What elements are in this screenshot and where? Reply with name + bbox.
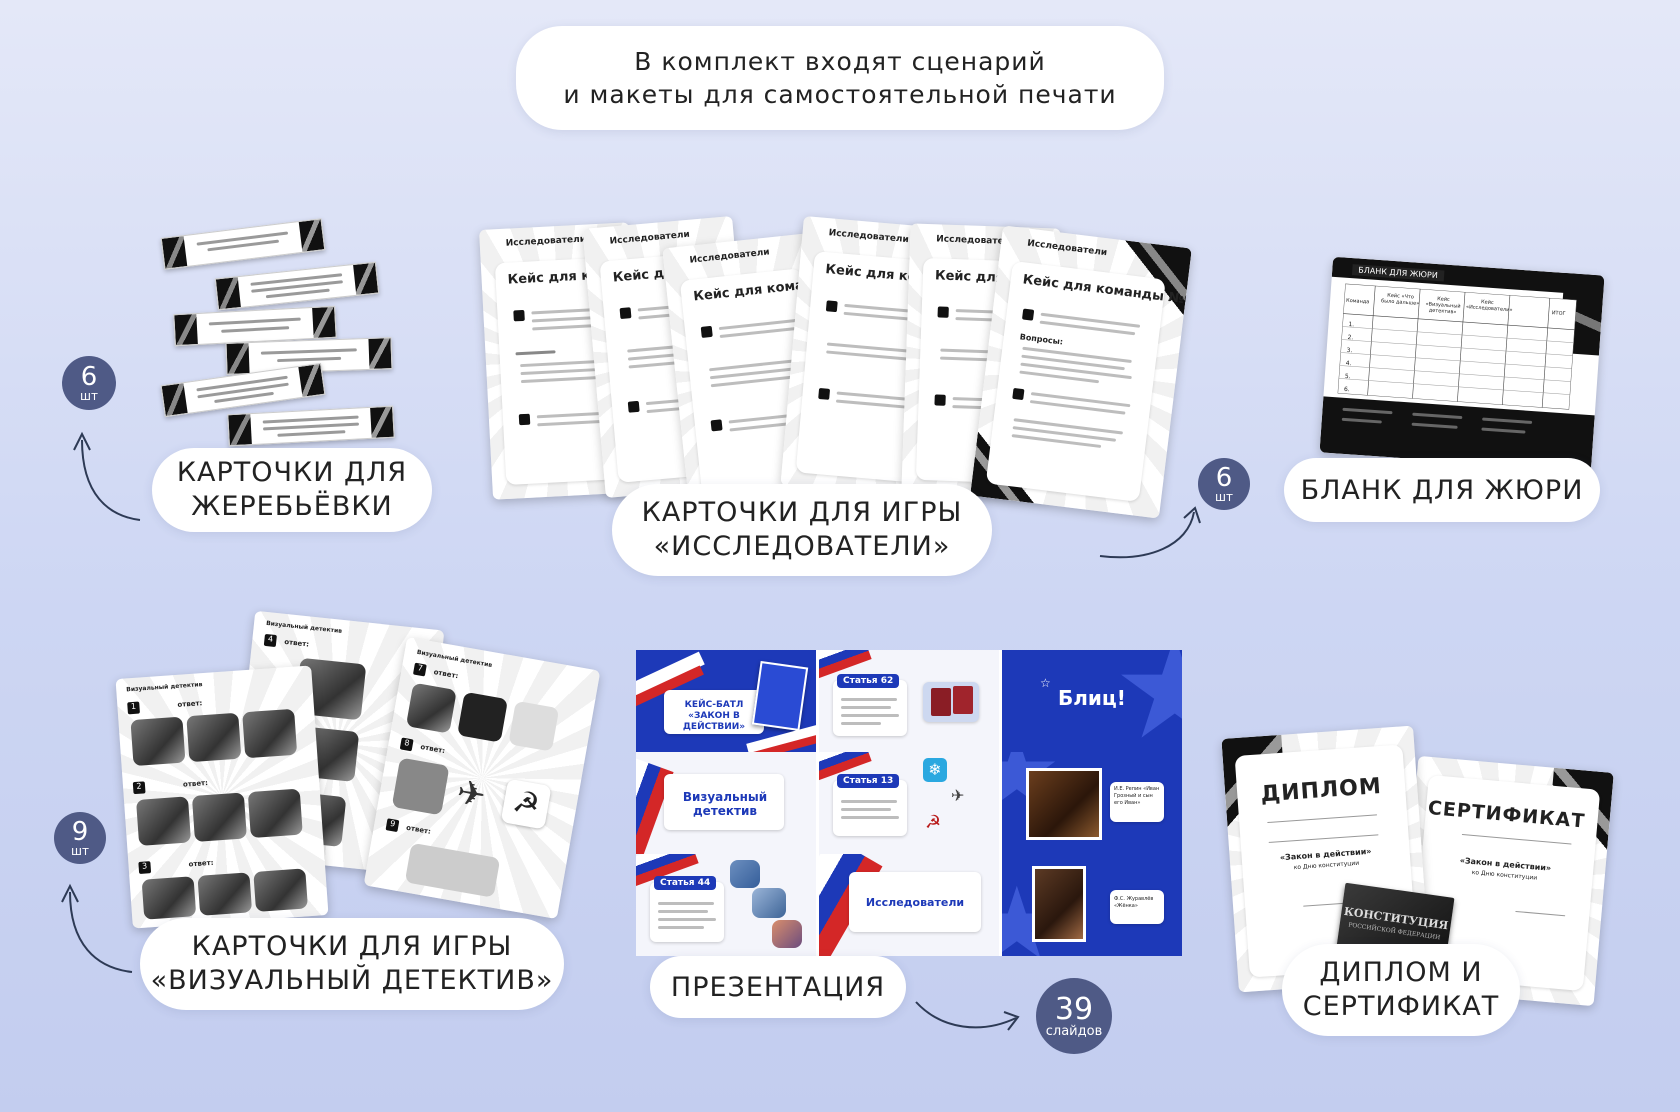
slide-title: КЕЙС-БАТЛ «ЗАКОН В ДЕЙСТВИИ»: [636, 650, 816, 752]
passport-icon: [931, 688, 951, 716]
sheet-title: Визуальный детектив: [416, 648, 493, 669]
explorers-count-badge: 6 шт: [1198, 458, 1250, 510]
detective-label-2: «ВИЗУАЛЬНЫЙ ДЕТЕКТИВ»: [150, 965, 554, 996]
slide-article-44: Статья 44: [636, 854, 816, 956]
article-tag: Статья 62: [837, 674, 900, 688]
explorer-card-6: Исследователи Кейс для команды №6 Вопрос…: [970, 225, 1192, 519]
number-badge: 1: [127, 701, 140, 715]
number-badge: 7: [412, 662, 427, 677]
presentation-grid: КЕЙС-БАТЛ «ЗАКОН В ДЕЙСТВИИ» Статья 62 ★…: [636, 650, 1182, 956]
detective-unit: шт: [71, 843, 89, 858]
painting-image: [1032, 866, 1086, 942]
blitz-title: Блиц!: [1058, 686, 1126, 710]
draw-strip: [227, 405, 395, 447]
jury-sheet: БЛАНК ДЛЯ ЖЮРИ Команда Кейс «Что было да…: [1319, 256, 1605, 472]
draw-cards-label: КАРТОЧКИ ДЛЯ ЖЕРЕБЬЁВКИ: [152, 448, 432, 532]
presentation-count: 39: [1054, 991, 1094, 1027]
card-header: Исследователи: [828, 228, 910, 246]
detective-sheet: Визуальный детектив 1 ответ: 2 ответ: 3 …: [115, 665, 329, 929]
detective-sheet: Визуальный детектив 7 ответ: 8 ответ: ✈ …: [363, 636, 601, 920]
detective-label-1: КАРТОЧКИ ДЛЯ ИГРЫ: [191, 931, 513, 962]
card-header: Исследователи: [1026, 238, 1108, 259]
presentation-label-text: ПРЕЗЕНТАЦИЯ: [670, 971, 886, 1003]
sheet-title: Визуальный детектив: [126, 681, 203, 694]
number-badge: 9: [385, 818, 400, 833]
explorers-unit: шт: [1215, 489, 1233, 504]
number-badge: 4: [263, 633, 277, 648]
answer-label: ответ:: [182, 778, 209, 789]
answer-label: ответ:: [432, 668, 459, 681]
answer-label: ответ:: [177, 699, 203, 709]
article-tag: Статья 44: [654, 876, 717, 890]
jury-col: ИТОГ: [1551, 310, 1566, 318]
painting-caption: Ф.С. Журавлёв «Жёнка»: [1114, 896, 1154, 909]
detective-label: КАРТОЧКИ ДЛЯ ИГРЫ «ВИЗУАЛЬНЫЙ ДЕТЕКТИВ»: [140, 918, 564, 1010]
slide-detective-text: Визуальный детектив: [682, 790, 768, 818]
article-tag: Статья 13: [837, 774, 900, 788]
jury-col: Кейс «Визуальный детектив»: [1425, 296, 1461, 316]
star-icon: ☆: [1040, 676, 1051, 690]
draw-cards-unit: шт: [80, 388, 98, 403]
jury-table: [1337, 283, 1577, 410]
sheet-title: Визуальный детектив: [265, 619, 343, 635]
diploma-label: ДИПЛОМ И СЕРТИФИКАТ: [1282, 944, 1520, 1036]
bear-icon: ❄: [923, 758, 947, 782]
draw-strip: [214, 261, 380, 311]
explorers-label: КАРТОЧКИ ДЛЯ ИГРЫ «ИССЛЕДОВАТЕЛИ»: [612, 484, 992, 576]
slide-painting-2: ★ Ф.С. Журавлёв «Жёнка»: [1002, 854, 1182, 956]
slide-detective: Визуальный детектив: [636, 752, 816, 854]
explorers-label-1: КАРТОЧКИ ДЛЯ ИГРЫ: [641, 497, 963, 528]
slide-explorers-text: Исследователи: [865, 896, 965, 909]
jury-label-text: БЛАНК ДЛЯ ЖЮРИ: [1300, 474, 1584, 506]
arrow-icon: [1099, 506, 1201, 559]
diploma-label-2: СЕРТИФИКАТ: [1302, 991, 1500, 1022]
slide-article-13: Статья 13 ❄ ✈ ☭: [819, 752, 999, 854]
header-line-2: и макеты для самостоятельной печати: [563, 80, 1117, 109]
answer-label: ответ:: [283, 637, 310, 649]
card-header: Исследователи: [505, 234, 587, 249]
draw-cards-label-2: ЖЕРЕБЬЁВКИ: [191, 491, 393, 522]
arrow-icon: [73, 431, 141, 521]
header-pill: В комплект входят сценарий и макеты для …: [516, 26, 1164, 130]
card-header: Исследователи: [689, 247, 771, 266]
draw-cards-count: 6: [80, 361, 98, 392]
card-header: Исследователи: [609, 229, 691, 247]
arrow-icon: [61, 883, 133, 973]
draw-strip: [160, 218, 326, 270]
presentation-unit: слайдов: [1045, 1023, 1103, 1039]
detective-count-badge: 9 шт: [54, 812, 106, 864]
slide-article-62: Статья 62: [819, 650, 999, 752]
slide-title-text: КЕЙС-БАТЛ «ЗАКОН В ДЕЙСТВИИ»: [682, 700, 746, 732]
diploma-label-1: ДИПЛОМ И: [1319, 957, 1483, 988]
number-badge: 8: [399, 737, 414, 752]
painting-caption: И.Е. Репин «Иван Грозный и сын его Иван»: [1114, 786, 1160, 806]
header-line-1: В комплект входят сценарий: [634, 47, 1046, 76]
constitution-book-icon: [751, 660, 809, 732]
explorers-count: 6: [1215, 462, 1233, 493]
presentation-label: ПРЕЗЕНТАЦИЯ: [650, 956, 906, 1018]
answer-label: ответ:: [419, 742, 446, 756]
draw-cards-label-1: КАРТОЧКИ ДЛЯ: [176, 457, 408, 488]
eagle-icon: ✈: [951, 786, 965, 805]
number-badge: 2: [132, 781, 146, 795]
detective-count: 9: [71, 816, 89, 847]
hammer-sickle-icon: ☭: [500, 778, 552, 830]
star-icon: ★: [1112, 650, 1182, 752]
draw-cards-count-badge: 6 шт: [62, 356, 116, 410]
arrow-icon: [915, 1001, 1020, 1031]
slide-explorers: Исследователи: [819, 854, 999, 956]
painting-image: [1026, 768, 1102, 840]
slide-painting-1: ★ И.Е. Репин «Иван Грозный и сын его Ива…: [1002, 752, 1182, 854]
jury-label: БЛАНК ДЛЯ ЖЮРИ: [1284, 458, 1600, 522]
answer-label: ответ:: [405, 823, 432, 836]
answer-label: ответ:: [188, 858, 214, 869]
presentation-count-badge: 39 слайдов: [1036, 978, 1112, 1054]
slide-blitz: ★ ☆ Блиц!: [1002, 650, 1182, 752]
explorers-label-2: «ИССЛЕДОВАТЕЛИ»: [653, 531, 951, 562]
hammer-sickle-icon: ☭: [925, 812, 942, 833]
number-badge: 3: [138, 861, 152, 874]
eagle-icon: ✈: [453, 772, 489, 817]
